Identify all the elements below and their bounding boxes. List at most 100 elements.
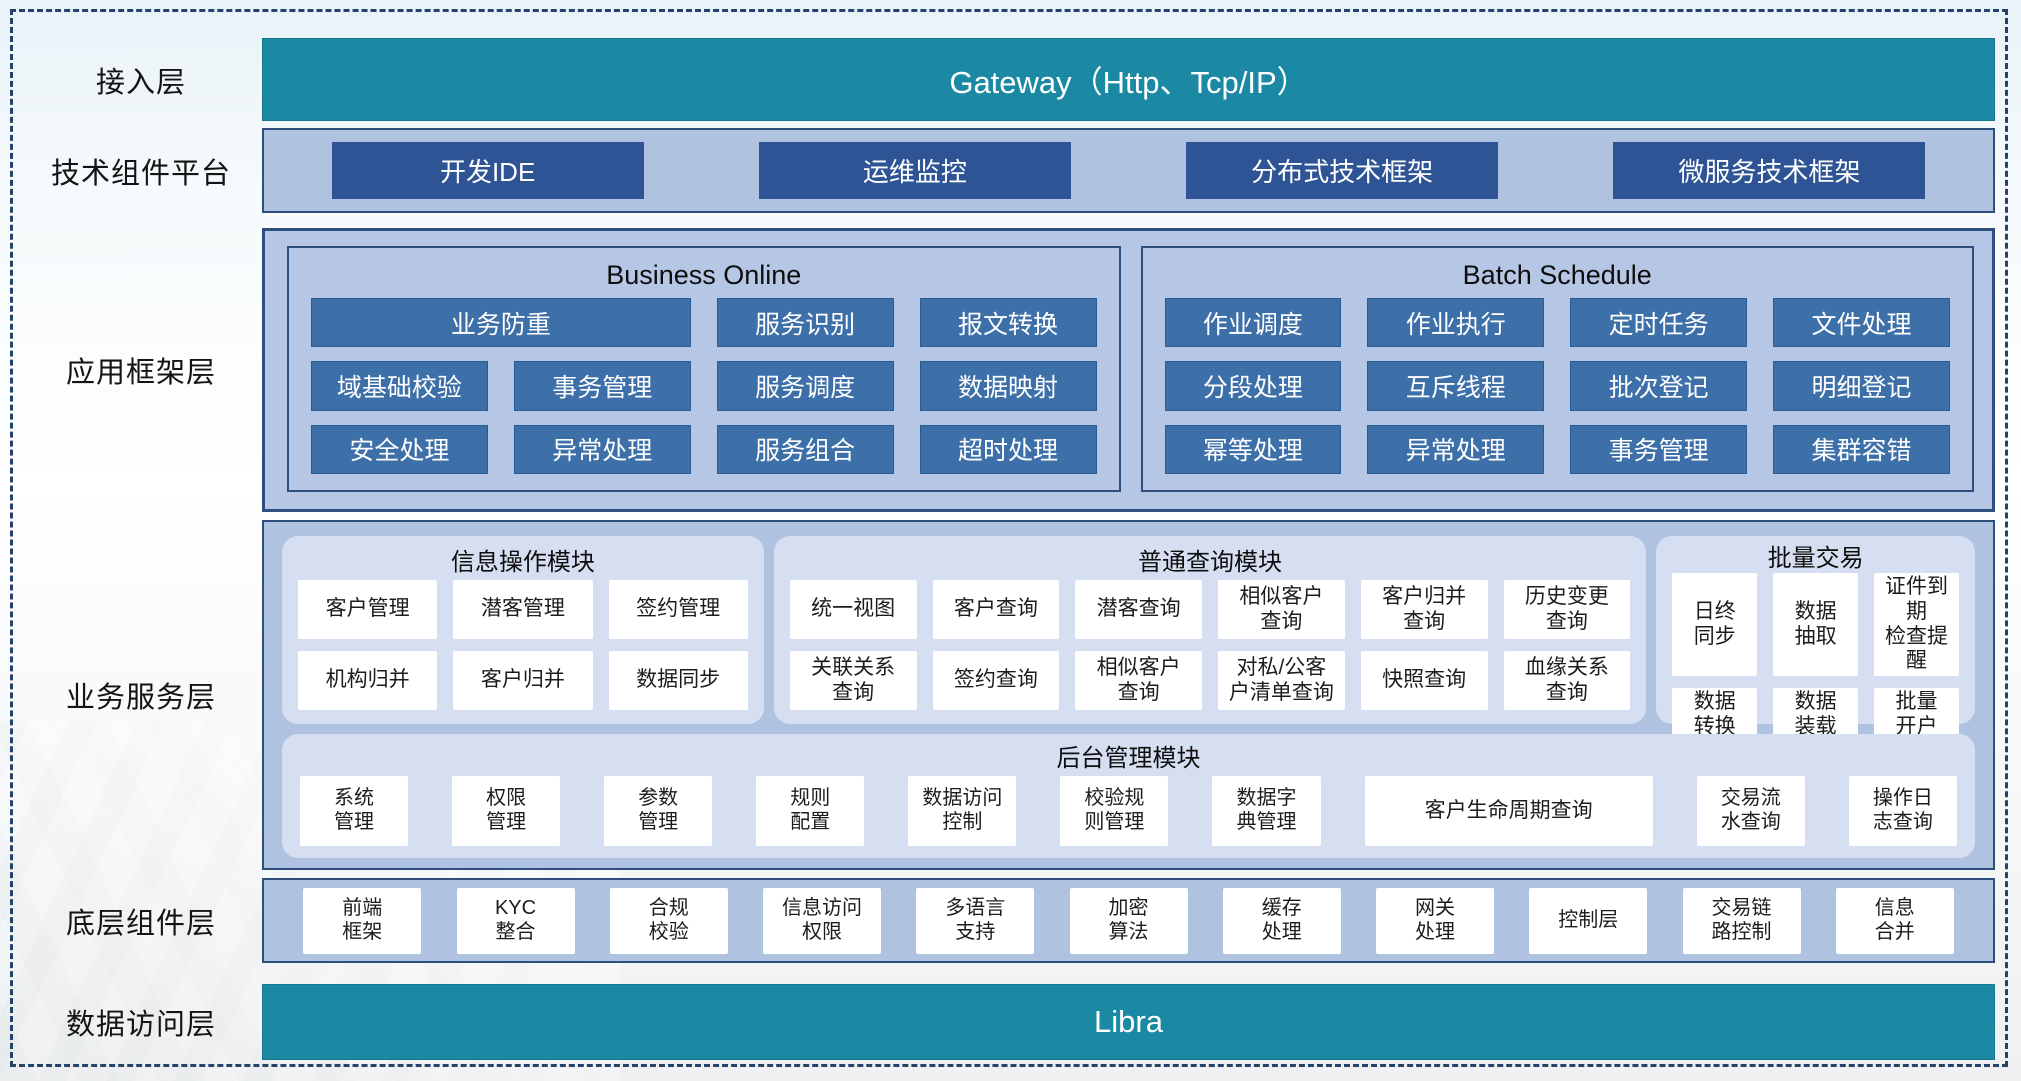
admin-module-card: 后台管理模块 系统 管理权限 管理参数 管理规则 配置数据访问 控制校验规 则管… xyxy=(282,734,1975,858)
component-item-block: 交易链 路控制 xyxy=(1682,887,1801,954)
component-item-block: 信息 合并 xyxy=(1835,887,1954,954)
framework-block: 文件处理 xyxy=(1773,298,1950,348)
tech-component-block: 开发IDE xyxy=(331,142,644,199)
service-item-block: 数据 抽取 xyxy=(1773,573,1859,677)
admin-item-block: 校验规 则管理 xyxy=(1060,776,1169,846)
framework-block: 服务组合 xyxy=(716,424,894,474)
service-item-grid: 客户管理潜客管理签约管理机构归并客户归并数据同步 xyxy=(298,580,748,710)
service-item-block: 数据同步 xyxy=(608,651,748,710)
admin-item-block: 数据字 典管理 xyxy=(1212,776,1321,846)
framework-block: 安全处理 xyxy=(311,424,488,474)
libra-bar: Libra xyxy=(262,984,1995,1060)
admin-module-title: 后台管理模块 xyxy=(1056,744,1201,772)
tech-platform-panel: 开发IDE 运维监控 分布式技术框架 微服务技术框架 xyxy=(262,128,1995,213)
layer-row-low-components: 底层组件层 前端 框架 KYC 整合合规 校验信息访问 权限多语言 支持加密 算法… xyxy=(20,878,1995,963)
framework-block: 超时处理 xyxy=(919,424,1097,474)
service-item-block: 数据 装载 xyxy=(1773,688,1859,742)
layer-label-access: 接入层 xyxy=(95,66,186,99)
service-item-block: 统一视图 xyxy=(789,580,917,639)
framework-block: 业务防重 xyxy=(311,298,691,348)
admin-item-block: 操作日 志查询 xyxy=(1848,776,1957,846)
framework-block: 幂等处理 xyxy=(1164,424,1342,474)
admin-item-block: 规则 配置 xyxy=(756,776,865,846)
tech-component-block: 分布式技术框架 xyxy=(1186,142,1499,199)
layer-label-app-framework: 应用框架层 xyxy=(65,357,216,389)
component-item-block: KYC 整合 xyxy=(456,887,575,954)
service-item-block: 客户归并 xyxy=(453,651,593,710)
layer-label-data-access: 数据访问层 xyxy=(65,1009,216,1041)
service-item-block: 相似客户 查询 xyxy=(1075,651,1203,710)
framework-group-title: Batch Schedule xyxy=(1462,259,1652,290)
service-item-block: 日终 同步 xyxy=(1672,573,1758,677)
component-item-block: 加密 算法 xyxy=(1069,887,1188,954)
service-item-block: 对私/公客 户清单查询 xyxy=(1218,651,1345,710)
framework-block: 集群容错 xyxy=(1773,424,1950,474)
component-item-block: 控制层 xyxy=(1529,887,1648,954)
framework-group: Batch Schedule 作业调度作业执行定时任务文件处理分段处理互斥线程批… xyxy=(1140,246,1974,492)
component-item-block: 网关 处理 xyxy=(1376,887,1494,954)
admin-item-block: 交易流 水查询 xyxy=(1696,776,1805,846)
service-item-block: 血缘关系 查询 xyxy=(1503,651,1631,710)
framework-block: 服务识别 xyxy=(716,298,894,348)
framework-block: 服务调度 xyxy=(716,361,894,411)
tech-component-block: 微服务技术框架 xyxy=(1613,142,1926,199)
framework-block: 报文转换 xyxy=(919,298,1097,348)
admin-item-block: 参数 管理 xyxy=(604,776,713,846)
admin-item-block: 数据访问 控制 xyxy=(908,776,1017,846)
framework-block: 异常处理 xyxy=(513,424,691,474)
framework-block: 批次登记 xyxy=(1570,361,1748,411)
service-item-grid: 日终 同步数据 抽取证件到期 检查提醒数据 转换数据 装载批量 开户 xyxy=(1672,573,1959,742)
service-item-block: 客户管理 xyxy=(298,580,438,639)
service-item-block: 潜客管理 xyxy=(453,580,593,639)
framework-block: 互斥线程 xyxy=(1367,361,1545,411)
tech-component-block: 运维监控 xyxy=(758,142,1071,199)
framework-button-grid: 作业调度作业执行定时任务文件处理分段处理互斥线程批次登记明细登记幂等处理异常处理… xyxy=(1164,298,1950,474)
layer-row-data-access: 数据访问层 Libra xyxy=(20,984,1995,1060)
framework-block: 作业执行 xyxy=(1367,298,1545,348)
service-item-grid: 统一视图客户查询潜客查询相似客户 查询 客户归并 查询历史变更 查询关联关系 查询… xyxy=(789,580,1631,710)
component-item-block: 信息访问 权限 xyxy=(763,887,881,954)
component-item-block: 前端 框架 xyxy=(303,887,422,954)
framework-block: 域基础校验 xyxy=(311,361,488,411)
service-item-block: 签约管理 xyxy=(608,580,748,639)
low-components-panel: 前端 框架 KYC 整合合规 校验信息访问 权限多语言 支持加密 算法缓存 处理网… xyxy=(262,878,1995,963)
admin-item-block: 客户生命周期查询 xyxy=(1364,776,1653,846)
service-module-title: 信息操作模块 xyxy=(450,548,595,576)
service-item-block: 关联关系 查询 xyxy=(789,651,917,710)
framework-block: 明细登记 xyxy=(1773,361,1950,411)
service-item-block: 数据 转换 xyxy=(1672,688,1758,742)
service-item-block: 机构归并 xyxy=(298,651,438,710)
admin-item-block: 系统 管理 xyxy=(300,776,409,846)
framework-block: 事务管理 xyxy=(513,361,691,411)
service-item-block: 客户查询 xyxy=(932,580,1060,639)
admin-item-block: 权限 管理 xyxy=(452,776,561,846)
service-item-block: 证件到期 检查提醒 xyxy=(1874,573,1959,677)
gateway-bar: Gateway（Http、Tcp/IP） xyxy=(262,38,1995,121)
framework-block: 分段处理 xyxy=(1164,361,1342,411)
layer-row-tech-platform: 技术组件平台 开发IDE 运维监控 分布式技术框架 微服务技术框架 xyxy=(20,128,1995,213)
layer-row-access: 接入层 Gateway（Http、Tcp/IP） xyxy=(20,38,1995,121)
layer-label-business-service: 业务服务层 xyxy=(65,682,216,714)
service-item-block: 快照查询 xyxy=(1360,651,1488,710)
service-module-card: 信息操作模块 客户管理潜客管理签约管理机构归并客户归并数据同步 xyxy=(282,536,764,724)
framework-block: 定时任务 xyxy=(1570,298,1748,348)
component-item-block: 多语言 支持 xyxy=(916,887,1035,954)
service-module-title: 普通查询模块 xyxy=(1138,548,1283,576)
service-item-block: 客户归并 查询 xyxy=(1360,580,1488,639)
service-item-block: 历史变更 查询 xyxy=(1503,580,1631,639)
service-item-block: 潜客查询 xyxy=(1075,580,1203,639)
framework-block: 事务管理 xyxy=(1570,424,1748,474)
framework-block: 数据映射 xyxy=(919,361,1097,411)
framework-group-title: Business Online xyxy=(606,259,802,290)
service-module-card: 普通查询模块 统一视图客户查询潜客查询相似客户 查询 客户归并 查询历史变更 查询… xyxy=(773,536,1647,724)
component-item-block: 缓存 处理 xyxy=(1222,887,1341,954)
service-item-block: 批量 开户 xyxy=(1874,688,1959,742)
service-item-block: 签约查询 xyxy=(932,651,1060,710)
layer-label-tech-platform: 技术组件平台 xyxy=(50,157,231,190)
service-module-title: 批量交易 xyxy=(1767,545,1864,572)
app-framework-panel: Business Online 业务防重服务识别报文转换域基础校验事务管理服务调… xyxy=(262,228,1995,512)
layer-label-low-components: 底层组件层 xyxy=(65,907,216,940)
component-item-block: 合规 校验 xyxy=(609,887,728,954)
business-service-panel: 信息操作模块 客户管理潜客管理签约管理机构归并客户归并数据同步 普通查询模块 统… xyxy=(262,520,1995,870)
